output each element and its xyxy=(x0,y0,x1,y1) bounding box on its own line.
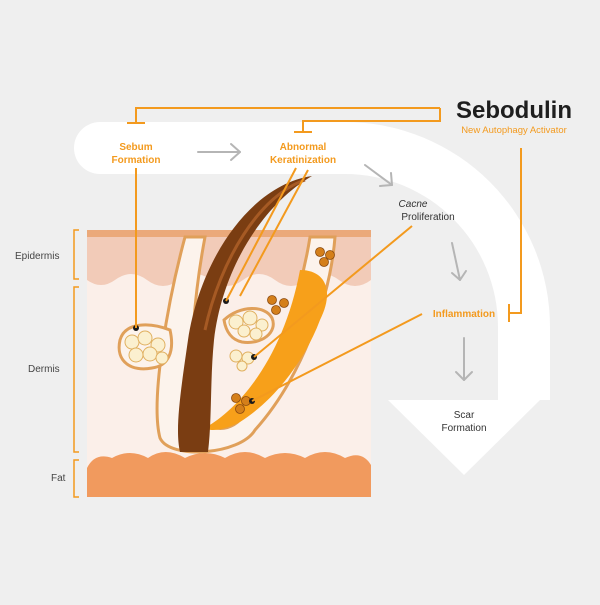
step-sebum-label-1: Sebum xyxy=(119,142,152,153)
arrow-icon-3 xyxy=(451,242,467,281)
step-inflammation-label: Inflammation xyxy=(433,309,495,320)
step-arrows xyxy=(197,143,473,381)
step-sebum-label-2: Formation xyxy=(112,155,161,166)
arrow-icon-2 xyxy=(364,164,393,187)
keratin-pointer xyxy=(225,167,297,302)
layer-epidermis-label: Epidermis xyxy=(15,251,59,262)
brand-tagline: New Autophagy Activator xyxy=(461,125,567,136)
arrow-icon-1 xyxy=(197,143,241,161)
keratin-inhibit-line xyxy=(302,108,441,132)
sebum-globules xyxy=(124,310,269,372)
sebum-inhibit-line xyxy=(135,107,440,123)
fat-layer xyxy=(87,452,371,497)
layer-dermis-label: Dermis xyxy=(28,364,60,375)
arrow-icon-4 xyxy=(455,337,473,381)
step-cacne-label-2: Proliferation xyxy=(401,212,454,223)
step-keratin-label-2: Keratinization xyxy=(270,155,336,166)
inflamed-region xyxy=(205,270,328,430)
hair-follicle xyxy=(117,176,337,454)
layer-brackets xyxy=(73,229,79,498)
pathway-arrow-band xyxy=(74,122,550,475)
step-cacne-label-1: Cacne xyxy=(399,199,428,210)
step-keratin-label-1: Abnormal xyxy=(280,142,327,153)
bacteria-icons xyxy=(231,247,335,414)
step-scar-label-1: Scar xyxy=(454,410,475,421)
inflammation-inhibit-line xyxy=(509,148,522,314)
cacne-pointer xyxy=(253,225,413,358)
hair-highlight xyxy=(203,178,306,331)
inflammation-pointer xyxy=(251,313,423,402)
brand-name: Sebodulin xyxy=(456,97,572,124)
layer-fat-label: Fat xyxy=(51,473,66,484)
inhibition-lines xyxy=(127,107,522,402)
skin-surface xyxy=(87,230,371,237)
step-scar-label-2: Formation xyxy=(441,423,486,434)
keratin-pointer-2 xyxy=(239,169,309,297)
